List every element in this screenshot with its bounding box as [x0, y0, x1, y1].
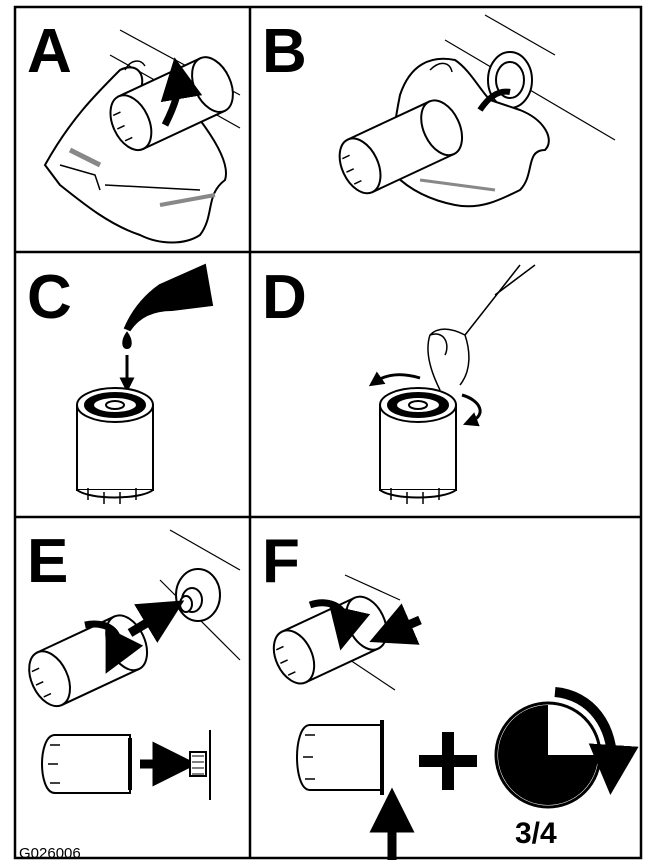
panel-label-a: A: [27, 17, 72, 86]
contact-arrow: [390, 620, 420, 633]
turn-fraction-label: 3/4: [515, 817, 557, 850]
panel-d-lubricate-gasket: [375, 265, 535, 504]
rotate-arrow-left: [375, 375, 420, 382]
rotate-arrow-right: [462, 395, 480, 422]
oil-filter: [77, 388, 153, 504]
oil-filter: [380, 388, 456, 504]
panel-a-remove-filter: [45, 30, 241, 243]
panel-label-b: B: [262, 17, 307, 86]
panel-c-fill-oil: [77, 265, 212, 504]
plus-icon: [419, 732, 477, 790]
figure-code: G026006: [19, 845, 81, 862]
panel-f-tighten: [266, 575, 612, 860]
panel-b-clean-pad: [331, 15, 615, 206]
turn-dial: [496, 703, 600, 807]
filter-side-view: [42, 735, 130, 793]
filter-side-view: [297, 720, 382, 795]
panel-label-f: F: [262, 527, 300, 596]
hand: [428, 265, 520, 390]
panel-label-e: E: [27, 527, 68, 596]
panel-label-c: C: [27, 263, 72, 332]
oil-bottle: [125, 265, 212, 330]
panel-label-d: D: [262, 263, 307, 332]
